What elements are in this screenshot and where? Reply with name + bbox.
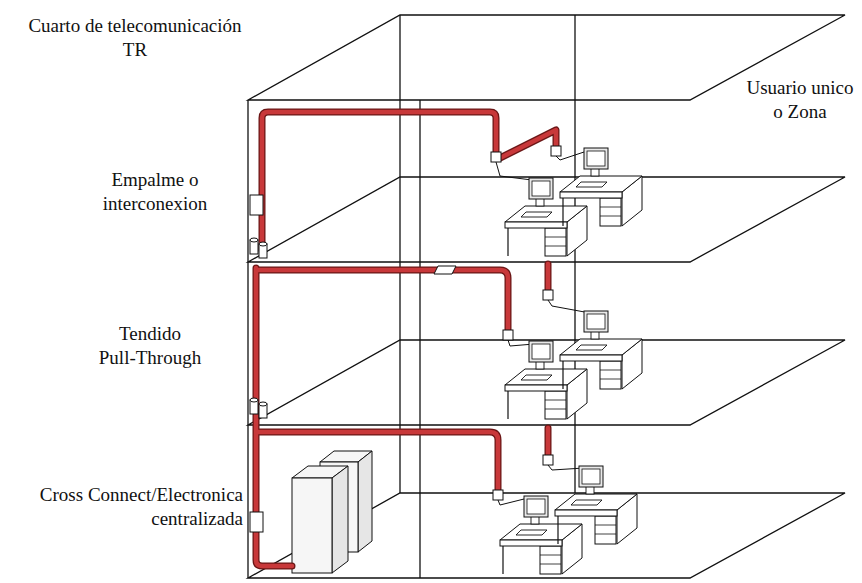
label-line: interconexion <box>103 192 207 216</box>
label-line: Pull-Through <box>99 346 201 370</box>
floor-label: Usuario unico o Zona <box>746 76 853 124</box>
floor-label: Cuarto de telecomunicación TR <box>28 14 241 62</box>
floor-label: Cross Connect/Electronica centralizada <box>40 483 243 531</box>
floor-label: Empalme o interconexion <box>103 168 207 216</box>
label-line: TR <box>28 38 241 62</box>
label-line: o Zona <box>746 100 853 124</box>
label-line: Cuarto de telecomunicación <box>28 14 241 38</box>
label-line: Empalme o <box>103 168 207 192</box>
label-line: Tendido <box>99 322 201 346</box>
building-outline <box>248 15 845 578</box>
label-line: centralizada <box>40 507 243 531</box>
connection-hardware <box>250 146 561 532</box>
label-line: Usuario unico <box>746 76 853 100</box>
red-cabling <box>256 112 556 566</box>
equipment-rack <box>292 451 372 573</box>
patch-cords <box>496 150 590 505</box>
red-cabling-core <box>256 112 556 566</box>
desk-workstation <box>500 148 642 574</box>
label-line: Cross Connect/Electronica <box>40 483 243 507</box>
floor-label: Tendido Pull-Through <box>99 322 201 370</box>
